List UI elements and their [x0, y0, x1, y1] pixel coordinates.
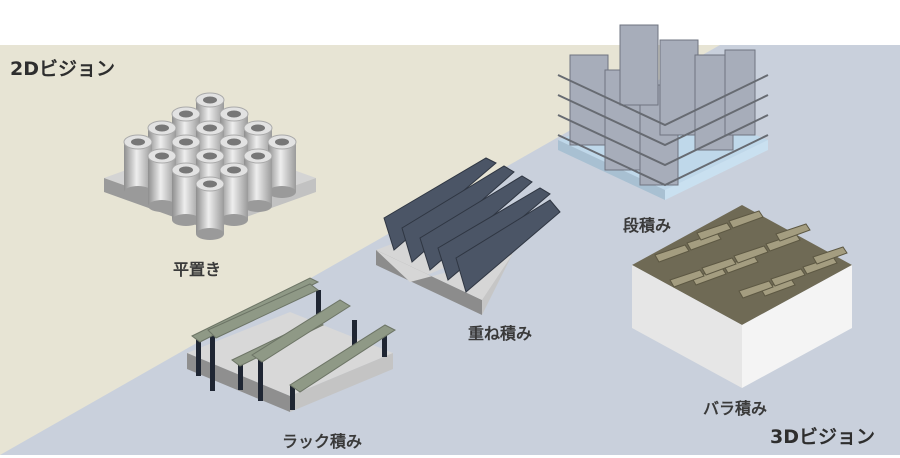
cylinder	[123, 134, 153, 198]
label-rack: ラック積み	[282, 432, 363, 451]
bulk-part	[812, 246, 848, 265]
bulk-stacking-illustration	[632, 205, 852, 388]
label-tiered: 段積み	[623, 216, 672, 235]
zone-2d-label: 2Dビジョン	[10, 58, 115, 80]
tiered-stacking-illustration	[557, 24, 769, 200]
rack-stacking-illustration	[187, 277, 397, 412]
bulk-part	[728, 210, 764, 229]
label-flat: 平置き	[173, 260, 222, 279]
zone-3d-label: 3Dビジョン	[770, 426, 875, 448]
label-overlap: 重ね積み	[468, 324, 533, 343]
bulk-part	[775, 223, 811, 242]
bulk-part	[701, 257, 737, 276]
cylinder	[243, 148, 273, 212]
bulk-part	[738, 280, 774, 299]
cylinder	[171, 162, 201, 226]
cylinder	[267, 134, 297, 198]
cylinder	[219, 162, 249, 226]
label-bulk: バラ積み	[703, 399, 768, 418]
bulk-part	[696, 222, 732, 241]
flat-placement-illustration	[104, 92, 316, 240]
overlap-stacking-illustration	[376, 157, 561, 315]
bulk-part	[733, 245, 769, 264]
bulk-part	[669, 269, 705, 288]
cylinder	[147, 148, 177, 212]
bulk-part	[770, 268, 806, 287]
bulk-part	[654, 244, 690, 263]
cylinder	[195, 176, 225, 240]
